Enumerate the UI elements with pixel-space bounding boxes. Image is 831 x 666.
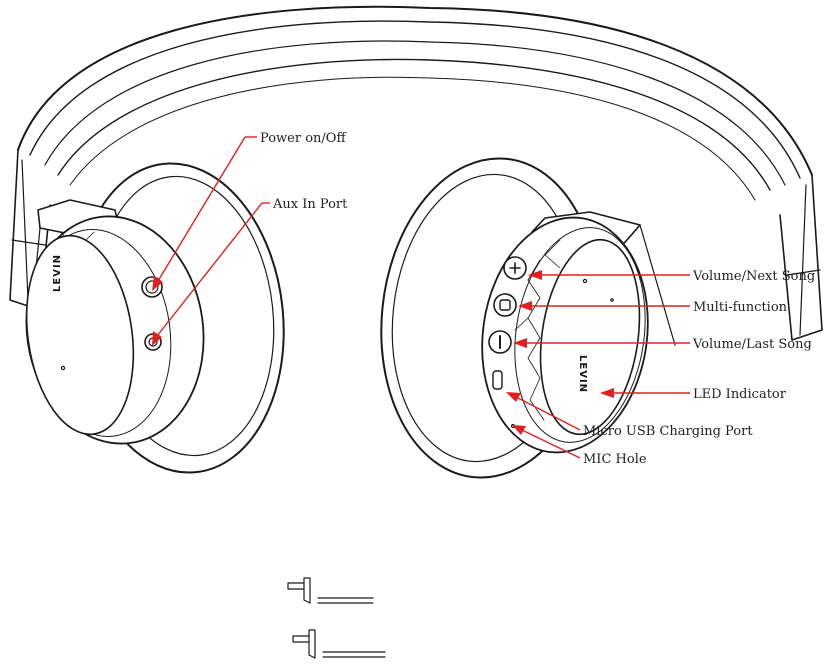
- multi-function-button: [494, 294, 516, 316]
- left-earcup: LEVIN: [12, 153, 299, 483]
- label-volume-next: Volume/Next Song: [692, 269, 815, 284]
- label-multi-function: Multi-function: [693, 300, 788, 315]
- label-mic: MIC Hole: [583, 452, 647, 467]
- micro-usb-port: [493, 371, 502, 389]
- label-aux: Aux In Port: [272, 197, 348, 212]
- label-power: Power on/Off: [260, 131, 347, 146]
- label-led: LED Indicator: [693, 387, 787, 402]
- label-volume-last: Volume/Last Song: [692, 337, 812, 352]
- bracket-symbol-1: [288, 578, 373, 603]
- left-brand-logo: LEVIN: [52, 254, 63, 292]
- right-brand-logo: LEVIN: [577, 355, 588, 393]
- bracket-symbol-2: [293, 630, 385, 658]
- label-micro-usb: Micro USB Charging Port: [583, 424, 753, 439]
